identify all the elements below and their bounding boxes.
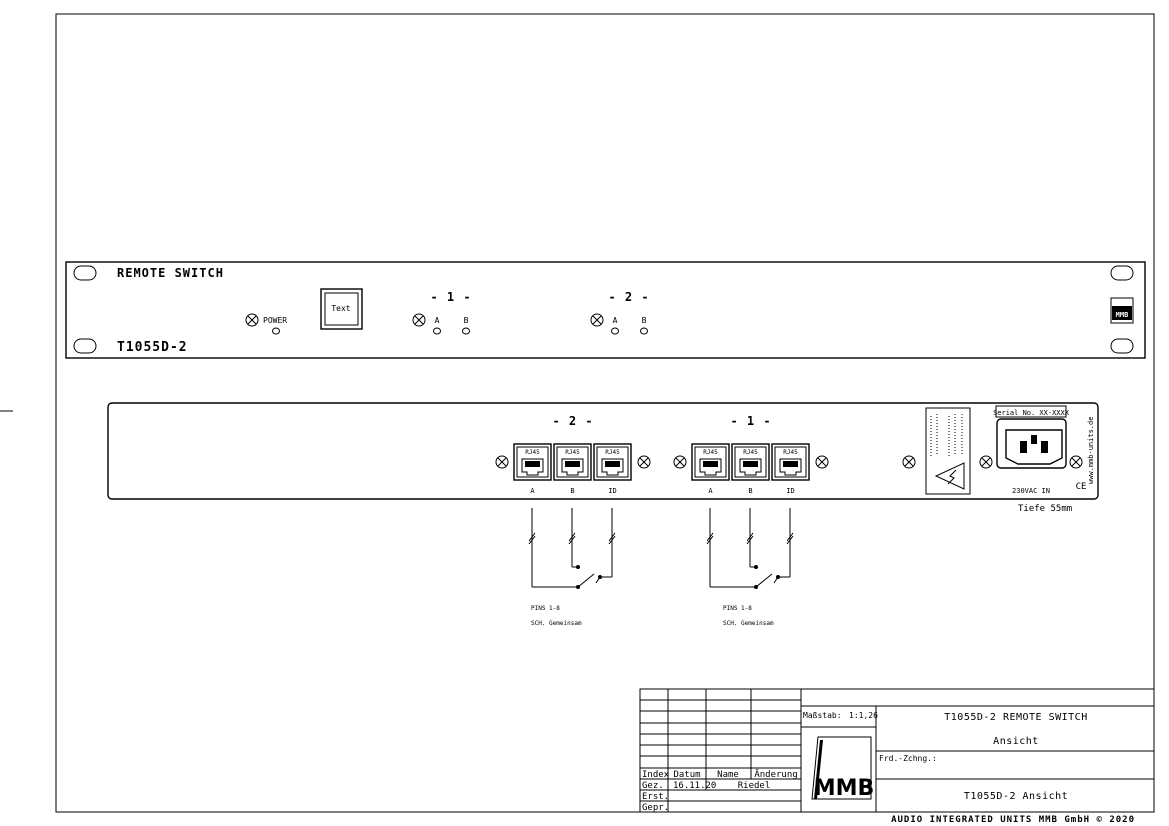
drawing-frame — [55, 13, 1155, 813]
rj45-port-label: ID — [786, 487, 794, 495]
rj45-port-label: B — [570, 487, 574, 495]
wiring-group-2 — [528, 508, 616, 589]
row-drawn-name: Riedel — [738, 781, 771, 791]
channel-1-indicator — [412, 313, 426, 327]
rear-screw-4 — [815, 455, 829, 469]
ce-mark: CE — [1076, 482, 1087, 492]
frd-label: Frd.-Zchng.: — [879, 754, 937, 763]
scale-label: Maßstab: — [803, 711, 842, 720]
channel-2-indicator — [590, 313, 604, 327]
front-panel: REMOTE SWITCH T1055D-2 POWER Text - 1 - … — [65, 261, 1146, 359]
rear-group-2-label: - 2 - — [552, 414, 593, 428]
row-label-checked: Gepr. — [642, 803, 669, 813]
scale-value: 1:1,26 — [849, 711, 878, 720]
channel-2-led-b-label: B — [642, 316, 647, 325]
row-label-drawn: Gez. — [642, 781, 664, 791]
drawing-subtitle: Ansicht — [993, 736, 1039, 747]
channel-2-label: - 2 - — [608, 290, 649, 304]
rear-screw-3 — [673, 455, 687, 469]
channel-2-led-a-label: A — [613, 316, 618, 325]
channel-1-label: - 1 - — [430, 290, 471, 304]
rear-screw-6 — [979, 455, 993, 469]
front-logo-text: MMB — [1116, 311, 1129, 319]
rj45-jack-label: RJ45 — [743, 449, 758, 456]
power-label: POWER — [263, 316, 287, 325]
power-indicator — [245, 313, 259, 327]
channel-1-led-a-label: A — [435, 316, 440, 325]
title-block: Index Datum Name Änderung Gez. 16.11.20 … — [639, 688, 1155, 813]
warning-label — [925, 407, 971, 495]
row-drawn-date: 16.11.20 — [673, 781, 716, 791]
rear-group-1-label: - 1 - — [730, 414, 771, 428]
channel-1-led-a — [433, 327, 441, 335]
rear-panel-outline — [107, 402, 1099, 500]
front-logo: MMB — [1110, 297, 1134, 324]
rear-screws — [495, 455, 1083, 469]
rj45-jack-label: RJ45 — [525, 449, 540, 456]
power-led — [272, 327, 280, 335]
col-header-index: Index — [642, 770, 670, 780]
power-inlet — [996, 418, 1067, 469]
rack-slot-top-left — [73, 265, 97, 281]
wiring-diagram — [528, 508, 794, 589]
website-label: www.mmb-units.de — [1087, 417, 1095, 484]
drawing-name: T1055D-2 Ansicht — [964, 791, 1068, 802]
rj45-jack-label: RJ45 — [783, 449, 798, 456]
rack-slot-bottom-right — [1110, 338, 1134, 354]
rj45-port-label: ID — [608, 487, 616, 495]
channel-2-led-a — [611, 327, 619, 335]
mmb-logo-text: MMB — [814, 776, 875, 801]
channel-1-led-b — [462, 327, 470, 335]
wiring-2-note: SCH. Gemeinsam — [531, 620, 582, 627]
text-button: Text — [320, 288, 363, 330]
wiring-2-pins: PINS 1-8 — [531, 605, 560, 612]
mmb-logo: MMB — [811, 736, 875, 801]
serial-label: Serial No. XX-XXXX — [993, 409, 1070, 417]
col-header-change: Änderung — [754, 769, 797, 780]
depth-label: Tiefe 55mm — [1018, 504, 1072, 514]
footer-copyright: AUDIO INTEGRATED UNITS MMB GmbH © 2020 — [891, 815, 1135, 825]
text-button-label: Text — [331, 304, 350, 313]
rj45-jack-label: RJ45 — [565, 449, 580, 456]
power-inlet-label: 230VAC IN — [1012, 487, 1050, 495]
wiring-1-note: SCH. Gemeinsam — [723, 620, 774, 627]
rear-screw-2 — [637, 455, 651, 469]
device-model: T1055D-2 — [117, 340, 188, 355]
wiring-group-1 — [706, 508, 794, 589]
rj45-jack-label: RJ45 — [605, 449, 620, 456]
rack-slot-top-right — [1110, 265, 1134, 281]
rj45-port-label: A — [708, 487, 713, 495]
rear-screw-5 — [902, 455, 916, 469]
device-title: REMOTE SWITCH — [117, 266, 224, 280]
rj45-port-label: B — [748, 487, 752, 495]
rj45-jack-label: RJ45 — [703, 449, 718, 456]
rear-screw-7 — [1069, 455, 1083, 469]
rear-screw-1 — [495, 455, 509, 469]
row-label-created: Erst. — [642, 792, 669, 802]
col-header-name: Name — [717, 770, 739, 780]
rear-panel: - 2 - - 1 - RJ45ARJ45BRJ45IDRJ45ARJ45BRJ… — [107, 402, 1099, 500]
channel-2-led-b — [640, 327, 648, 335]
drawing-title: T1055D-2 REMOTE SWITCH — [944, 712, 1087, 723]
wiring-1-pins: PINS 1-8 — [723, 605, 752, 612]
rj45-port-label: A — [530, 487, 535, 495]
serial-label-box — [995, 405, 1067, 418]
front-panel-outline — [65, 261, 1146, 359]
rack-slot-bottom-left — [73, 338, 97, 354]
channel-1-led-b-label: B — [464, 316, 469, 325]
col-header-date: Datum — [673, 770, 700, 780]
